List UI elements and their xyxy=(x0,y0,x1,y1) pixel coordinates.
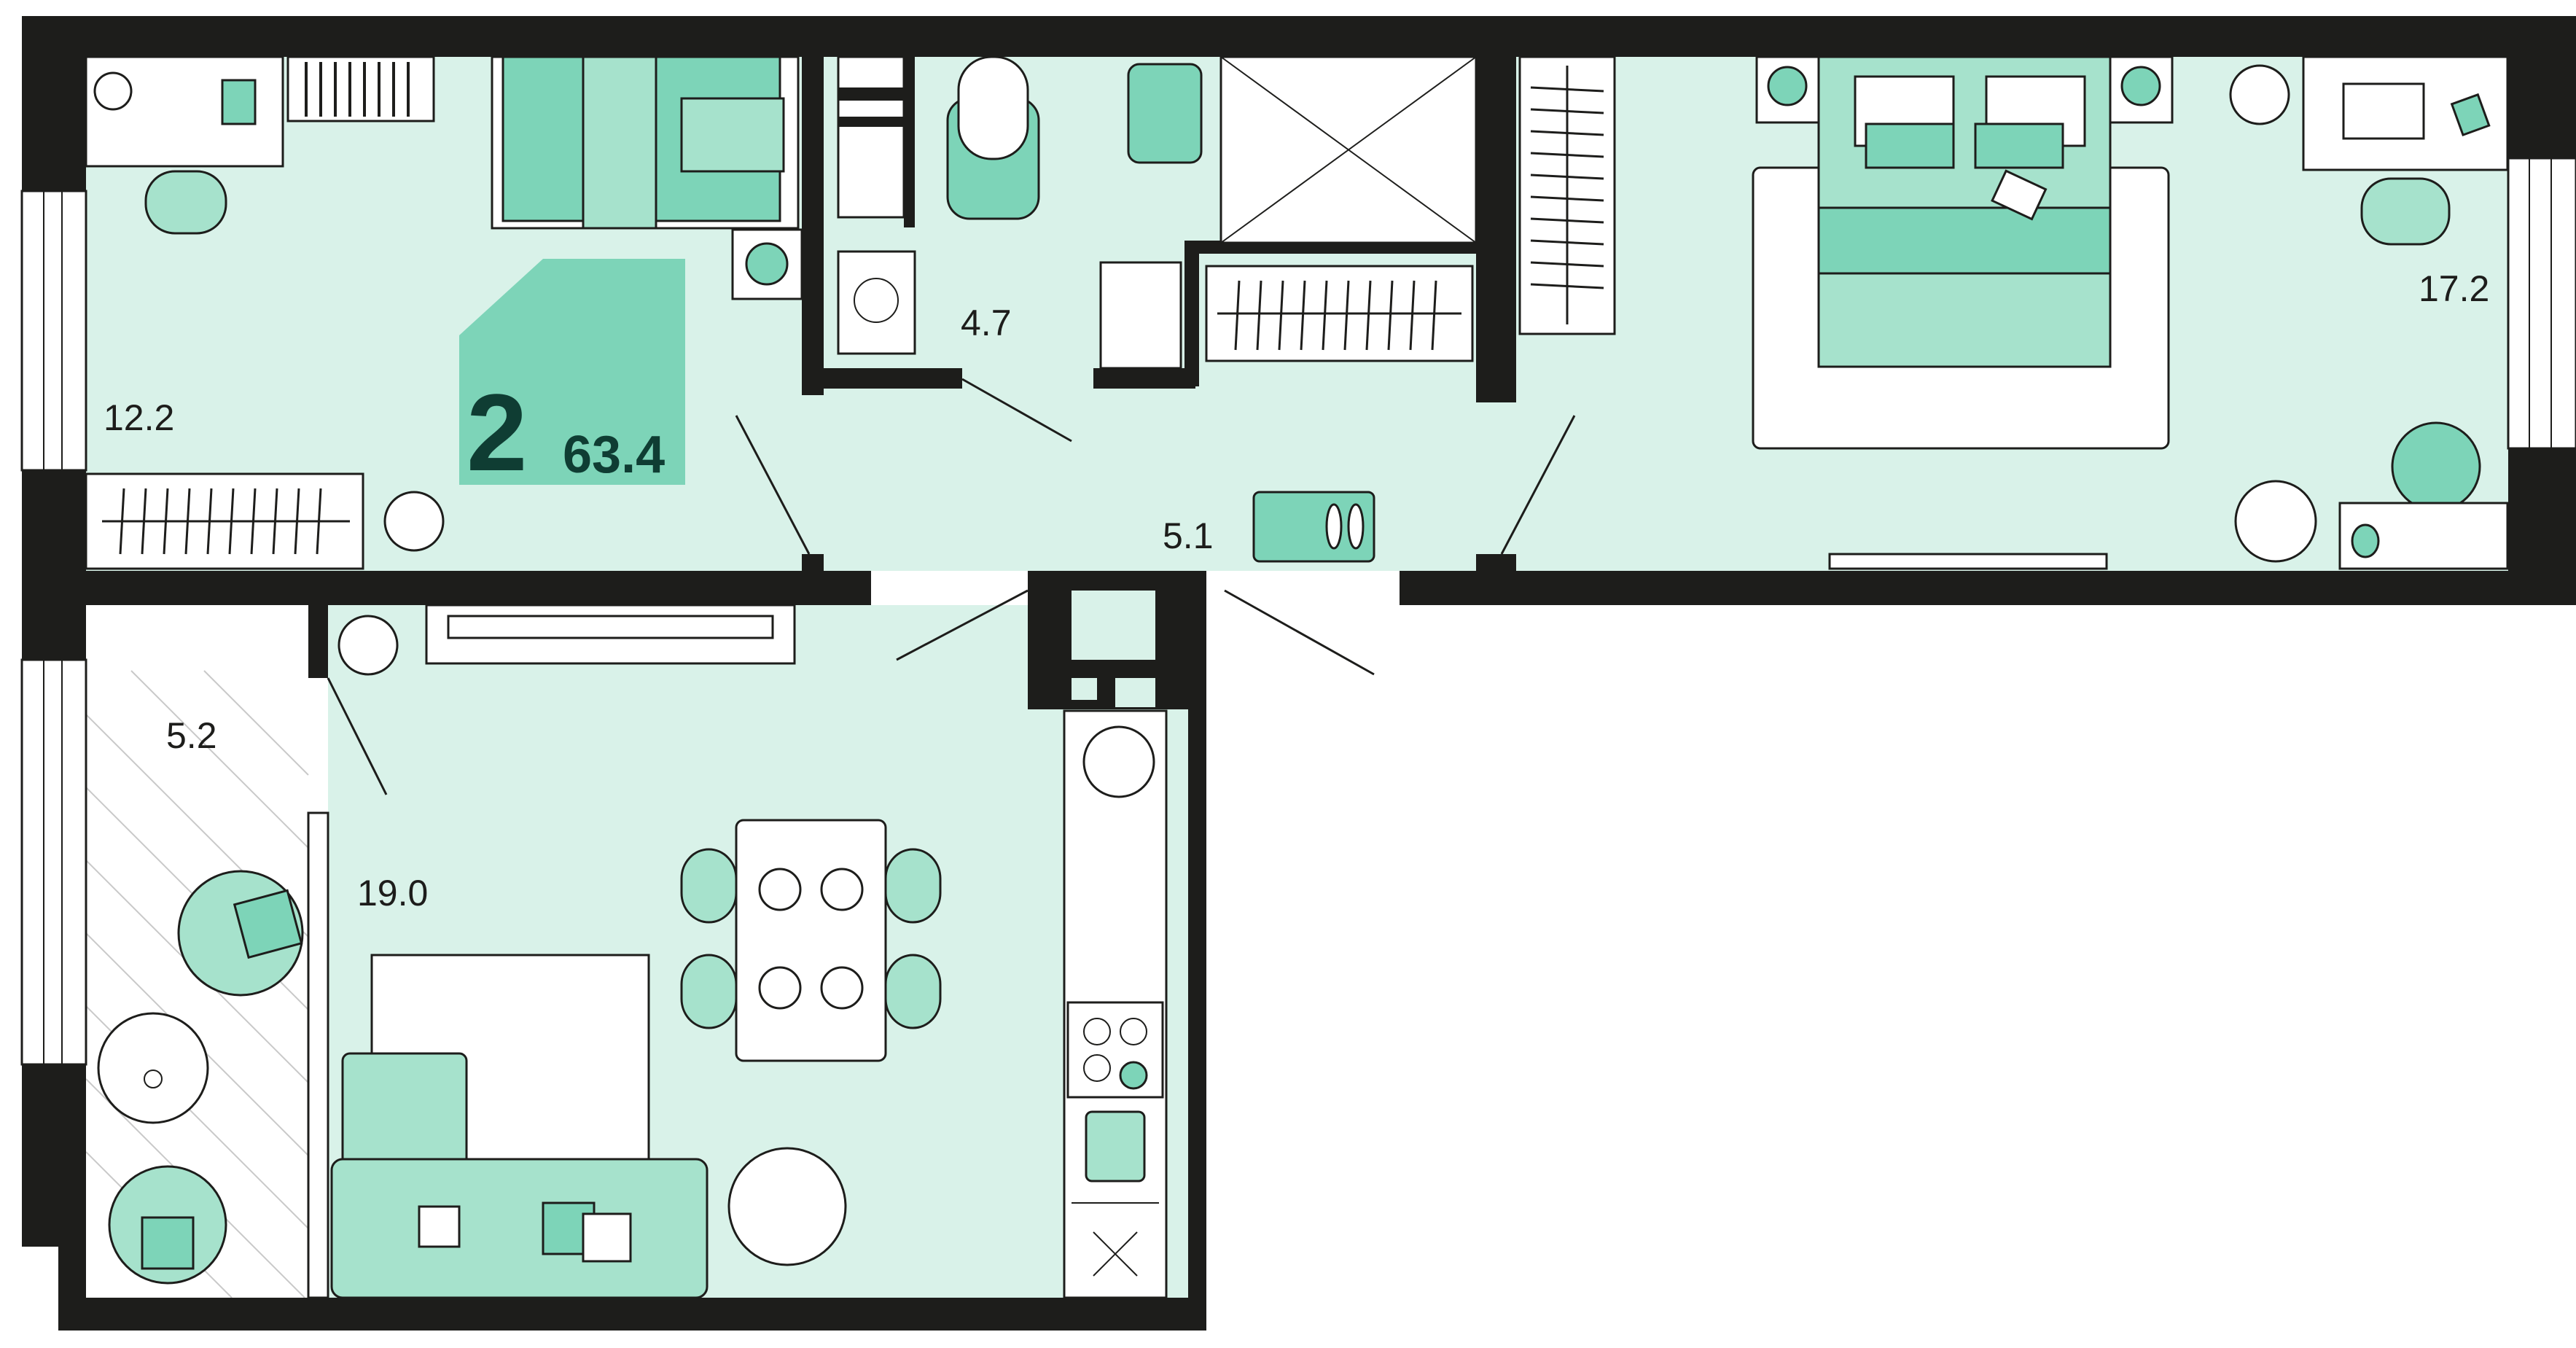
dining-table xyxy=(735,819,887,1062)
cooktop xyxy=(1066,1001,1164,1099)
palm-plant-icon xyxy=(727,1147,847,1266)
area-label-bedroom-2: 17.2 xyxy=(2419,268,2489,309)
toilet xyxy=(957,55,1029,160)
total-area: 63.4 xyxy=(563,426,665,484)
round-table xyxy=(97,1012,209,1124)
plan-badge: 2 63.4 xyxy=(459,259,685,494)
balcony-furniture xyxy=(97,870,304,1285)
cushion xyxy=(418,1205,461,1248)
plant-icon xyxy=(383,491,445,552)
cushion xyxy=(582,1212,632,1263)
window-bedroom-1 xyxy=(20,190,87,472)
door-living xyxy=(896,589,1029,661)
chair xyxy=(2360,177,2451,246)
dining-chair xyxy=(884,954,942,1029)
badge-background xyxy=(459,259,685,485)
pillow xyxy=(680,97,785,173)
dining-chair xyxy=(680,954,738,1029)
phone-icon xyxy=(2450,93,2491,137)
area-label-balcony: 5.2 xyxy=(166,715,217,756)
cutting-board-icon xyxy=(1085,1110,1146,1183)
walls xyxy=(22,16,2576,1331)
chair xyxy=(144,170,227,235)
tv-stand xyxy=(1828,553,2108,570)
window-balcony xyxy=(20,658,87,1066)
dining-chair xyxy=(884,848,942,924)
window-bedroom-2 xyxy=(2507,157,2576,450)
book xyxy=(1991,169,2048,221)
shoe-icon xyxy=(1325,503,1343,550)
dining-chair xyxy=(680,848,738,924)
area-label-bathroom: 4.7 xyxy=(961,303,1012,343)
plant-icon xyxy=(337,615,399,676)
shaft xyxy=(837,55,905,219)
bathroom-furniture xyxy=(837,55,1478,370)
balcony-door-frame xyxy=(307,811,329,1299)
hallway-floor xyxy=(808,378,1515,571)
book xyxy=(221,79,257,125)
living-kitchen-furniture xyxy=(330,604,1168,1299)
doors xyxy=(327,378,1576,795)
sink-icon xyxy=(1082,725,1155,798)
pillow xyxy=(1974,122,2064,169)
ottoman xyxy=(2391,421,2481,512)
sink xyxy=(1099,261,1182,370)
door-bedroom-2 xyxy=(1500,415,1576,555)
door-bedroom-1 xyxy=(735,415,811,555)
area-label-hallway: 5.1 xyxy=(1163,515,1214,556)
cushion xyxy=(141,1216,195,1270)
hallway-furniture xyxy=(1252,491,1375,563)
bookshelf xyxy=(286,55,435,122)
door-balcony xyxy=(327,677,388,795)
windows xyxy=(20,157,2576,1299)
bedroom-2-furniture xyxy=(1518,55,2509,570)
mirror-icon xyxy=(2351,523,2380,558)
plant-icon xyxy=(2234,480,2317,563)
area-label-living-kitchen: 19.0 xyxy=(357,873,428,913)
sofa xyxy=(330,1158,709,1299)
laptop-icon xyxy=(2342,82,2425,140)
cushion xyxy=(233,889,303,959)
door-entrance xyxy=(1224,589,1375,676)
bath-mat xyxy=(1127,63,1203,164)
doormat xyxy=(1252,491,1375,563)
shoe-icon xyxy=(1347,503,1365,550)
bedroom-1-furniture xyxy=(85,55,803,570)
area-label-bedroom-1: 12.2 xyxy=(104,397,174,438)
door-bathroom xyxy=(961,378,1072,443)
area-labels: 12.2 4.7 5.1 17.2 5.2 19.0 xyxy=(104,268,2489,913)
washing-machine xyxy=(837,250,916,355)
rooms-count: 2 xyxy=(467,371,527,494)
pillow xyxy=(1865,122,1955,169)
plant-icon xyxy=(93,71,133,111)
plant-icon xyxy=(2229,64,2290,125)
